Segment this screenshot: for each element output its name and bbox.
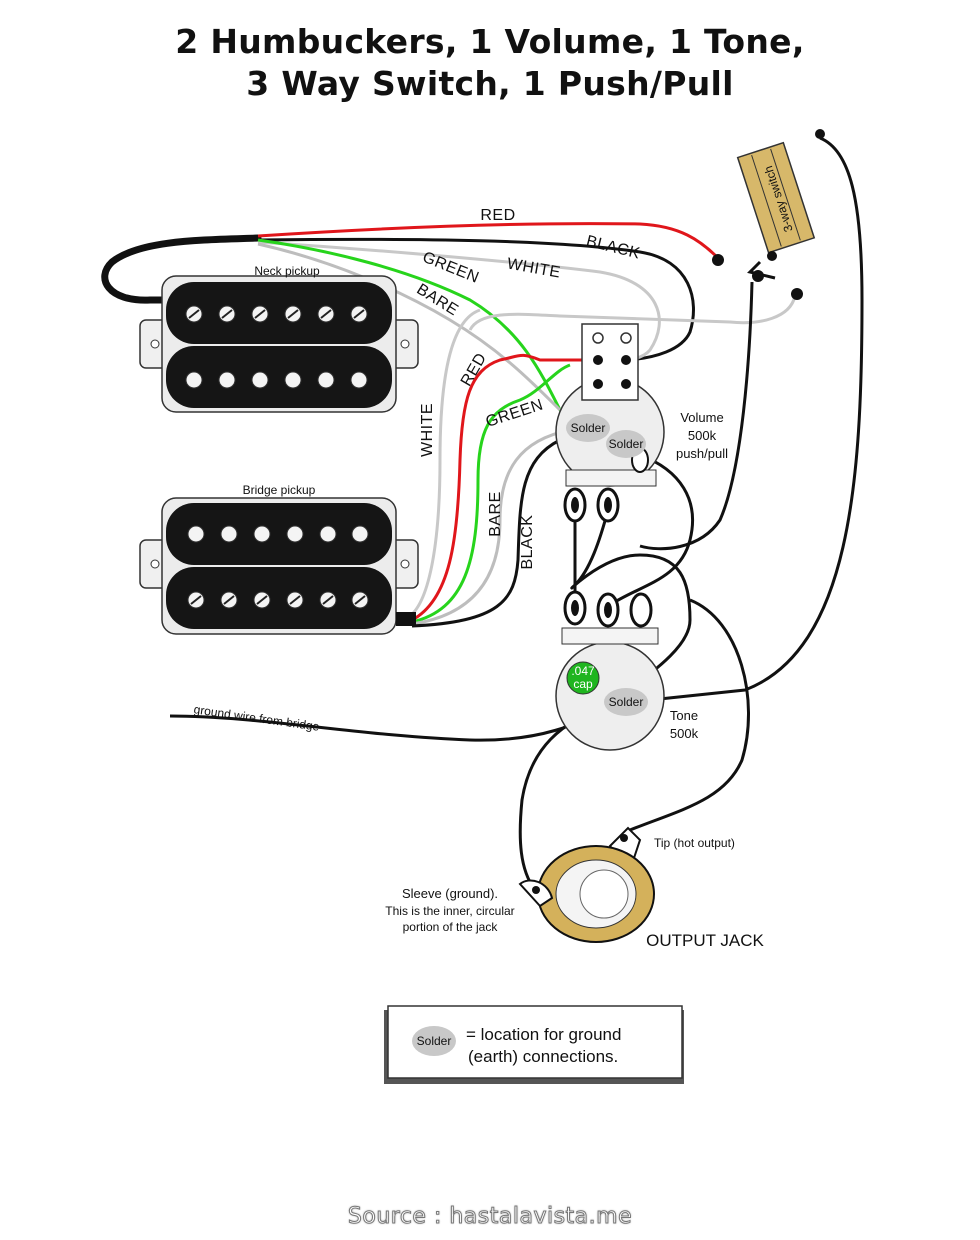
wire-green-bridge	[411, 363, 571, 624]
wire-white-neck	[257, 240, 661, 363]
wire-black-bridge	[411, 438, 561, 628]
bridge-pickup	[139, 497, 419, 635]
cap-label-line2: cap	[573, 677, 593, 691]
source-watermark: Source : hastalavista.me	[347, 1204, 633, 1230]
neck-pickup-label: Neck pickup	[254, 264, 320, 278]
capacitor	[566, 661, 600, 695]
volume-label-line1: Volume	[680, 410, 723, 425]
wire-switch-output	[639, 281, 754, 551]
ground-wire-label: ground wire from bridge	[193, 702, 321, 734]
jack-sleeve-line3: portion of the jack	[403, 920, 499, 934]
volume-label-line2: 500k	[688, 428, 717, 443]
label-black-bridge: BLACK	[519, 515, 536, 570]
tone-label-line1: Tone	[670, 708, 698, 723]
tone-label-line2: 500k	[670, 726, 699, 741]
neck-pickup-cable	[101, 234, 262, 304]
wire-red-bridge	[411, 353, 598, 622]
output-jack	[518, 826, 655, 943]
legend-solder-spot	[412, 1026, 456, 1056]
volume-solder-label-1: Solder	[571, 421, 606, 435]
tone-lug-3	[629, 592, 653, 628]
tone-lug-1	[563, 590, 587, 626]
wire-bare-bridge	[411, 428, 571, 626]
jack-tip-label: Tip (hot output)	[654, 836, 735, 850]
label-red-top: RED	[480, 207, 515, 224]
legend-box: Solder = location for ground (earth) con…	[384, 1005, 684, 1084]
volume-lug-2	[596, 487, 620, 523]
volume-pot: Solder Solder	[555, 323, 665, 523]
volume-label-line3: push/pull	[676, 446, 728, 461]
wire-vol-tone-2	[570, 509, 692, 702]
tone-lug-2	[596, 592, 620, 628]
bridge-pickup-label: Bridge pickup	[243, 483, 316, 497]
output-jack-label: OUTPUT JACK	[646, 931, 764, 950]
wire-tone-jack-hot	[629, 598, 750, 832]
wire-vol-tone-3	[609, 453, 695, 607]
legend-text-line1: = location for ground	[466, 1025, 621, 1044]
diagram-title-line1: 2 Humbuckers, 1 Volume, 1 Tone,	[175, 22, 805, 61]
label-white-top: WHITE	[506, 256, 562, 282]
wire-white-bridge	[408, 308, 481, 618]
label-bare-bridge: BARE	[487, 491, 504, 537]
neck-pickup	[139, 275, 419, 413]
volume-solder-spot-2	[606, 430, 646, 458]
wire-switch-jumper	[747, 260, 776, 280]
wire-bare-neck	[257, 242, 562, 412]
label-white-bridge: WHITE	[419, 403, 436, 457]
wire-green-neck	[257, 238, 577, 427]
tone-solder-label: Solder	[609, 695, 644, 709]
wire-black-neck	[257, 237, 695, 362]
legend-solder-label: Solder	[417, 1034, 452, 1048]
cap-label-line1: .047	[571, 664, 595, 678]
tone-pot: .047 cap Solder	[555, 590, 665, 751]
diagram-title-line2: 3 Way Switch, 1 Push/Pull	[246, 64, 734, 103]
wire-switch-white	[468, 295, 797, 331]
wire-red-neck	[257, 222, 720, 260]
volume-solder-spot-1	[566, 414, 610, 442]
label-black-top: BLACK	[584, 233, 641, 263]
jack-sleeve-line1: Sleeve (ground).	[402, 886, 498, 901]
jack-sleeve-line2: This is the inner, circular	[385, 904, 514, 918]
volume-solder-label-2: Solder	[609, 437, 644, 451]
tone-solder-spot	[604, 688, 648, 716]
volume-lug-1	[563, 487, 587, 523]
wire-switch-ground	[649, 136, 864, 702]
three-way-switch: 3-way switch	[712, 129, 825, 300]
legend-text-line2: (earth) connections.	[468, 1047, 618, 1066]
